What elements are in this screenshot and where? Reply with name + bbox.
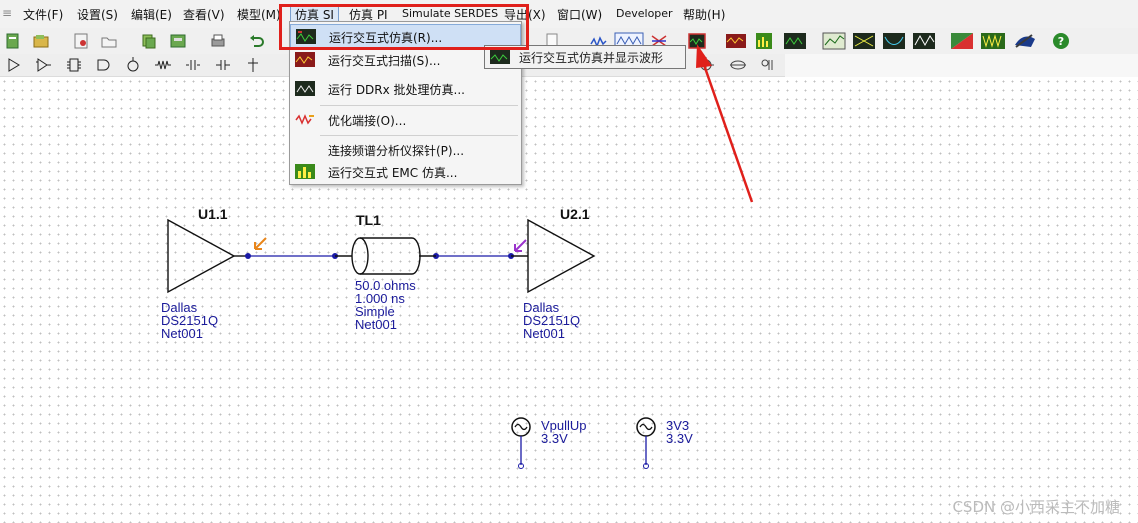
watermark: CSDN @小西采主不加糖: [952, 498, 1120, 516]
tl1-impedance: 50.0 ohms: [355, 278, 416, 293]
copy-icon[interactable]: [140, 32, 158, 50]
toolbar-tooltip: 运行交互式仿真并显示波形: [484, 45, 686, 69]
driver-probe-arrow-icon[interactable]: [254, 237, 267, 250]
menu-separator: [320, 105, 518, 106]
plot-icon[interactable]: [822, 32, 846, 50]
3v3-name: 3V3: [666, 418, 690, 433]
u21-info: Dallas DS2151Q Net001: [523, 301, 580, 340]
tooltip-text: 运行交互式仿真并显示波形: [519, 51, 664, 65]
menu-separator: [320, 135, 518, 136]
vpullup-info: VpullUp 3.3V: [541, 419, 587, 445]
ic-tool-icon[interactable]: [65, 56, 83, 74]
u11-ref-label: U1.1: [198, 206, 228, 222]
run-sim-tooltip-icon: [490, 50, 510, 64]
run-interactive-sweep-label: 运行交互式扫描(S)...: [328, 54, 441, 68]
new-file-icon[interactable]: [4, 32, 22, 50]
u11-vendor: Dallas: [161, 300, 198, 315]
u11-buffer-symbol[interactable]: [167, 218, 248, 294]
schematic-canvas[interactable]: [0, 77, 1138, 523]
open-file-icon[interactable]: [32, 32, 50, 50]
emc-icon: [295, 164, 315, 179]
3v3-voltage: 3.3V: [666, 431, 693, 446]
batch-sim-icon[interactable]: [725, 32, 747, 50]
3v3-source-symbol[interactable]: [636, 417, 656, 469]
resistor-tool-icon[interactable]: [154, 56, 172, 74]
open-folder-icon[interactable]: [100, 32, 118, 50]
menu-file[interactable]: 文件(F): [23, 8, 64, 22]
board-icon[interactable]: [169, 32, 187, 50]
menu-left-glyph: ≡: [2, 6, 13, 20]
help-icon[interactable]: ?: [1052, 32, 1070, 50]
power-tool-icon[interactable]: [244, 56, 262, 74]
menu-item-run-interactive-sim[interactable]: 运行交互式仿真(R)...: [290, 24, 521, 50]
menu-settings[interactable]: 设置(S): [77, 8, 118, 22]
tl1-ref-label: TL1: [356, 212, 381, 228]
menu-model[interactable]: 模型(M): [237, 8, 281, 22]
u11-net: Net001: [161, 326, 203, 341]
tl1-info: 50.0 ohms 1.000 ns Simple Net001: [355, 279, 416, 331]
network-icon[interactable]: [852, 32, 876, 50]
u21-net: Net001: [523, 326, 565, 341]
menu-bar: ≡ 文件(F) 设置(S) 编辑(E) 查看(V) 模型(M) 仿真 SI 仿真…: [0, 0, 1138, 28]
menu-edit[interactable]: 编辑(E): [131, 8, 172, 22]
print-icon[interactable]: [209, 32, 227, 50]
menu-item-connect-spectrum-probe[interactable]: 连接频谱分析仪探针(P)...: [290, 138, 521, 162]
connect-spectrum-probe-label: 连接频谱分析仪探针(P)...: [328, 144, 465, 158]
run-interactive-sim-label: 运行交互式仿真(R)...: [329, 31, 443, 45]
sweep-icon: [295, 52, 315, 67]
bar-chart-icon[interactable]: [755, 32, 773, 50]
ddr-icon[interactable]: [783, 32, 807, 50]
run-interactive-emc-label: 运行交互式 EMC 仿真...: [328, 166, 458, 180]
receiver-probe-arrow-icon[interactable]: [514, 239, 527, 252]
menu-view[interactable]: 查看(V): [183, 8, 225, 22]
vpullup-name: VpullUp: [541, 418, 587, 433]
menu-help[interactable]: 帮助(H): [683, 8, 726, 22]
u21-buffer-symbol[interactable]: [511, 218, 596, 294]
optimize-termination-icon: [295, 114, 314, 125]
buffer-tool-icon[interactable]: [35, 56, 53, 74]
menu-item-optimize-termination[interactable]: 优化端接(O)...: [290, 108, 521, 132]
connector-tool-icon[interactable]: [94, 56, 112, 74]
thermal-icon[interactable]: [950, 32, 974, 50]
inductor-tool-icon[interactable]: [184, 56, 202, 74]
run-ddrx-batch-label: 运行 DDRx 批处理仿真...: [328, 83, 465, 97]
menu-window[interactable]: 窗口(W): [557, 8, 603, 22]
menu-item-run-ddrx-batch[interactable]: 运行 DDRx 批处理仿真...: [290, 77, 521, 101]
wizard-icon[interactable]: [1012, 32, 1038, 50]
menu-item-run-interactive-emc[interactable]: 运行交互式 EMC 仿真...: [290, 160, 521, 184]
menu-sim-pi[interactable]: 仿真 PI: [349, 8, 388, 22]
u21-part: DS2151Q: [523, 313, 581, 328]
vpullup-source-symbol[interactable]: [511, 417, 531, 469]
ddrx-icon: [295, 81, 315, 96]
source-tool-icon[interactable]: [124, 56, 142, 74]
tl1-delay: 1.000 ns: [355, 291, 405, 306]
u21-vendor: Dallas: [523, 300, 560, 315]
sparam-icon[interactable]: [882, 32, 906, 50]
capacitor-tool-icon[interactable]: [214, 56, 232, 74]
u11-part: DS2151Q: [161, 313, 219, 328]
tl1-model: Simple: [355, 304, 395, 319]
select-arrow-icon[interactable]: [5, 56, 23, 74]
tl1-net: Net001: [355, 317, 397, 332]
undo-icon[interactable]: [248, 32, 266, 50]
u21-ref-label: U2.1: [560, 206, 590, 222]
optimize-termination-label: 优化端接(O)...: [328, 114, 407, 128]
menu-developer[interactable]: Developer: [616, 7, 673, 20]
interactive-sim-icon: [296, 29, 316, 44]
ami-icon[interactable]: [912, 32, 936, 50]
svg-text:?: ?: [1058, 35, 1064, 48]
tl1-transmission-line-symbol[interactable]: [335, 237, 436, 275]
vpullup-voltage: 3.3V: [541, 431, 568, 446]
highlight-box: [279, 4, 529, 50]
u11-info: Dallas DS2151Q Net001: [161, 301, 218, 340]
menu-item-run-interactive-sweep[interactable]: 运行交互式扫描(S)...: [290, 48, 521, 72]
net-wire[interactable]: [245, 253, 514, 259]
compliance-icon[interactable]: [980, 32, 1006, 50]
save-icon[interactable]: [72, 32, 90, 50]
menu-export[interactable]: 导出(X): [504, 8, 546, 22]
via-tool-icon[interactable]: [759, 56, 777, 74]
3v3-info: 3V3 3.3V: [666, 419, 693, 445]
menu-simulate-serdes[interactable]: Simulate SERDES: [402, 7, 499, 20]
